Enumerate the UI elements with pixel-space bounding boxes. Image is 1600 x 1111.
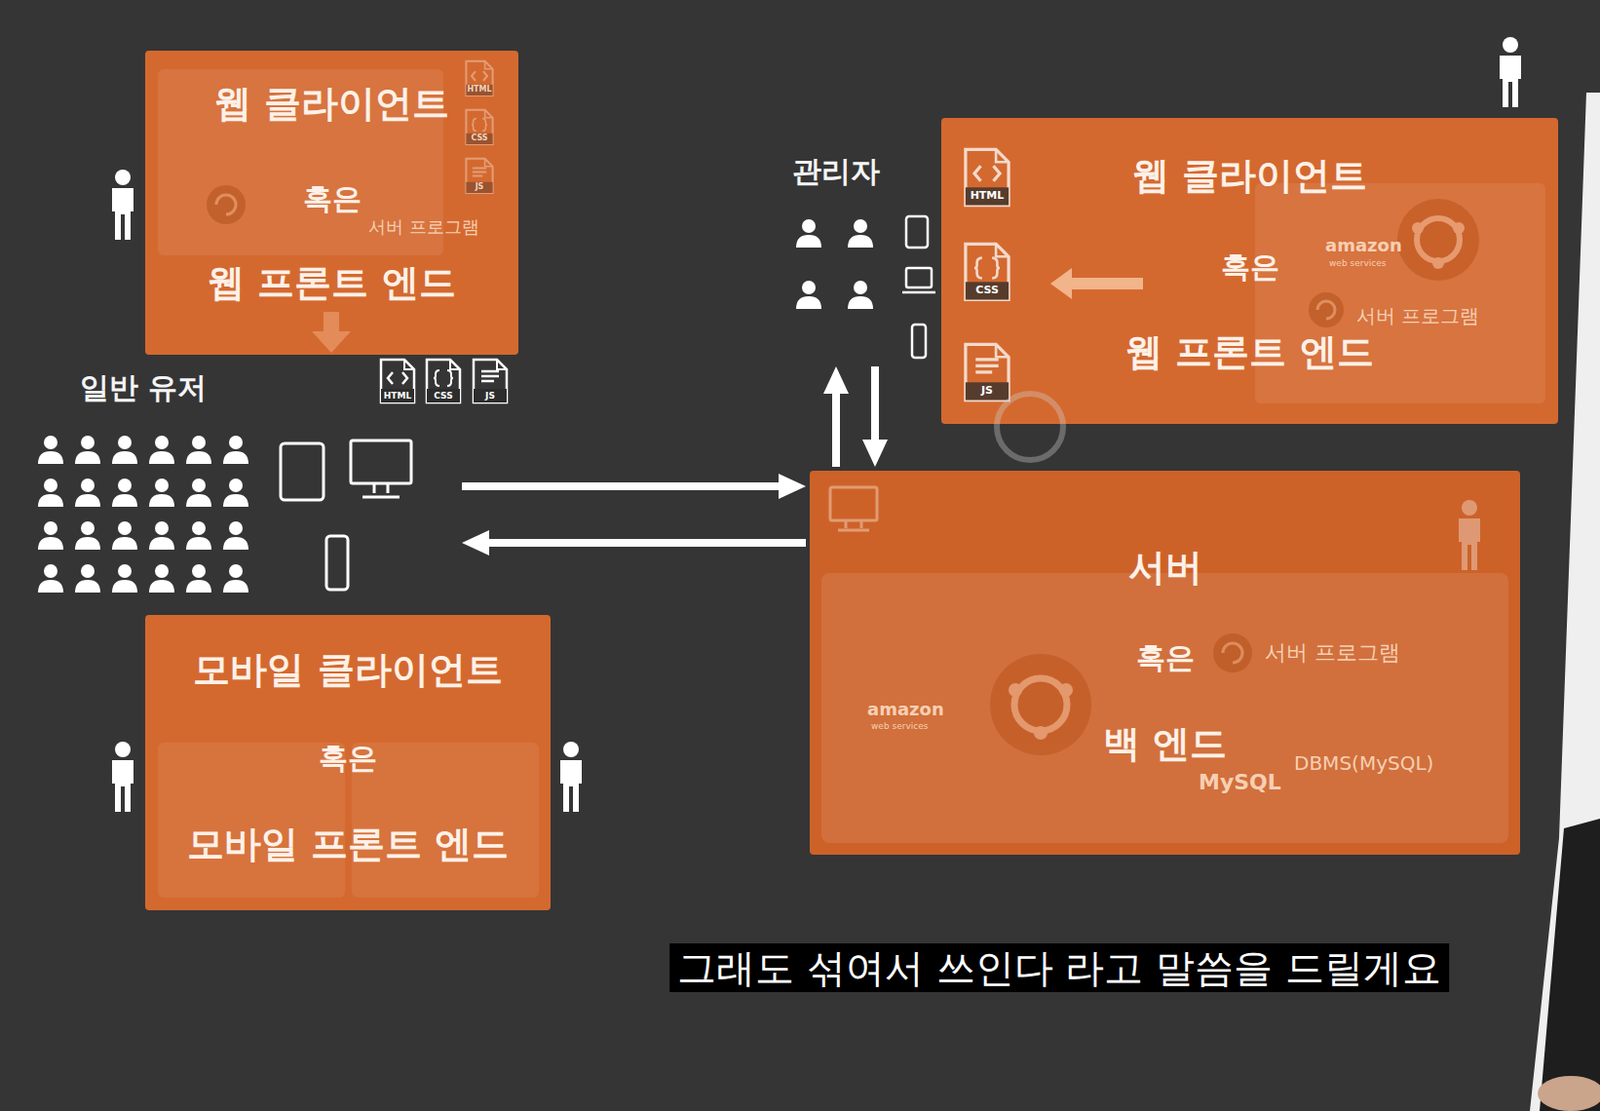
box-subheading: 모바일 프론트 엔드 [187,823,509,867]
server-program-label: 서버 프로그램 [1264,640,1401,665]
person-figure [112,741,134,812]
box-heading: 서버 [1128,546,1203,590]
box-heading: 웹 클라이언트 [214,82,450,126]
box-subheading: 백 엔드 [1103,723,1227,766]
server-monitor-icon [830,487,877,531]
flow-arrow [481,538,806,547]
inner-panel [821,572,1509,843]
box-conjunction: 혹은 [1220,250,1280,285]
server-program-label: 서버 프로그램 [1356,304,1480,328]
aws-logo-text: amazon [867,699,945,721]
web-client-box: 웹 클라이언트혹은웹 프론트 엔드 [145,50,519,355]
group-label: 관리자 [792,154,880,190]
flow-arrow [461,482,787,491]
refresh-icon [1213,633,1253,673]
person-figure [1458,499,1481,571]
fade-arrow [311,311,351,353]
file-icons [380,359,507,403]
aws-logo-subtext: web services [1329,258,1386,268]
file-type-label: CSS [470,134,488,144]
box-subheading: 웹 프론트 엔드 [207,262,456,305]
file-type-label: HTML [466,85,492,95]
flow-arrow [871,366,879,448]
person-figure [560,741,582,812]
box-subheading: 웹 프론트 엔드 [1125,331,1373,375]
admin-web-client-box: 웹 클라이언트혹은웹 프론트 엔드 [941,117,1559,424]
admin-group: 관리자 [785,152,936,363]
file-type-label: JS [981,384,993,398]
server-box: 서버혹은백 엔드 [809,470,1521,855]
aws-logo-text: amazon [1325,235,1403,257]
inner-arrow [1050,267,1143,300]
box-conjunction: 혹은 [1136,641,1195,676]
file-type-label: HTML [970,190,1005,203]
refresh-icon [1308,292,1344,328]
person-figure [112,169,134,240]
file-type-label: CSS [433,390,453,401]
ubuntu-logo [1397,198,1480,281]
user-crowd [36,434,259,607]
refresh-icon [206,185,246,225]
box-conjunction: 혹은 [303,182,362,217]
server-program-label: 서버 프로그램 [368,217,480,238]
file-icons-faded [465,61,493,193]
ubuntu-logo [990,653,1092,756]
file-type-label: CSS [975,284,999,298]
presenter-hand [1537,1075,1600,1111]
video-subtitle: 그래도 섞여서 쓰인다 라고 말씀을 드릴게요 [669,943,1449,992]
file-type-label: JS [475,183,485,192]
mysql-logo-text: MySQL [1198,769,1282,795]
user-devices [280,440,412,590]
file-type-label: JS [485,390,496,401]
box-conjunction: 혹은 [318,741,378,776]
person-figure [1499,37,1522,108]
box-heading: 웹 클라이언트 [1132,154,1368,198]
file-type-label: HTML [383,390,412,401]
user-group: 일반 유저 [28,367,458,597]
app-screen [157,742,345,898]
presenter-body [1539,818,1600,1111]
app-screen [351,742,539,898]
box-heading: 모바일 클라이언트 [192,648,502,692]
inner-panel [1255,183,1546,404]
presenter-backdrop [1529,92,1600,1111]
dbms-label: DBMS(MySQL) [1294,752,1434,775]
admin-devices [902,216,936,358]
group-label: 일반 유저 [79,371,207,406]
mobile-client-box: 모바일 클라이언트혹은모바일 프론트 엔드 [145,614,551,911]
aws-logo-subtext: web services [871,721,928,731]
loading-ring [996,393,1064,460]
file-icons [965,149,1009,400]
flow-arrow [832,385,840,467]
admin-crowd [796,219,874,309]
